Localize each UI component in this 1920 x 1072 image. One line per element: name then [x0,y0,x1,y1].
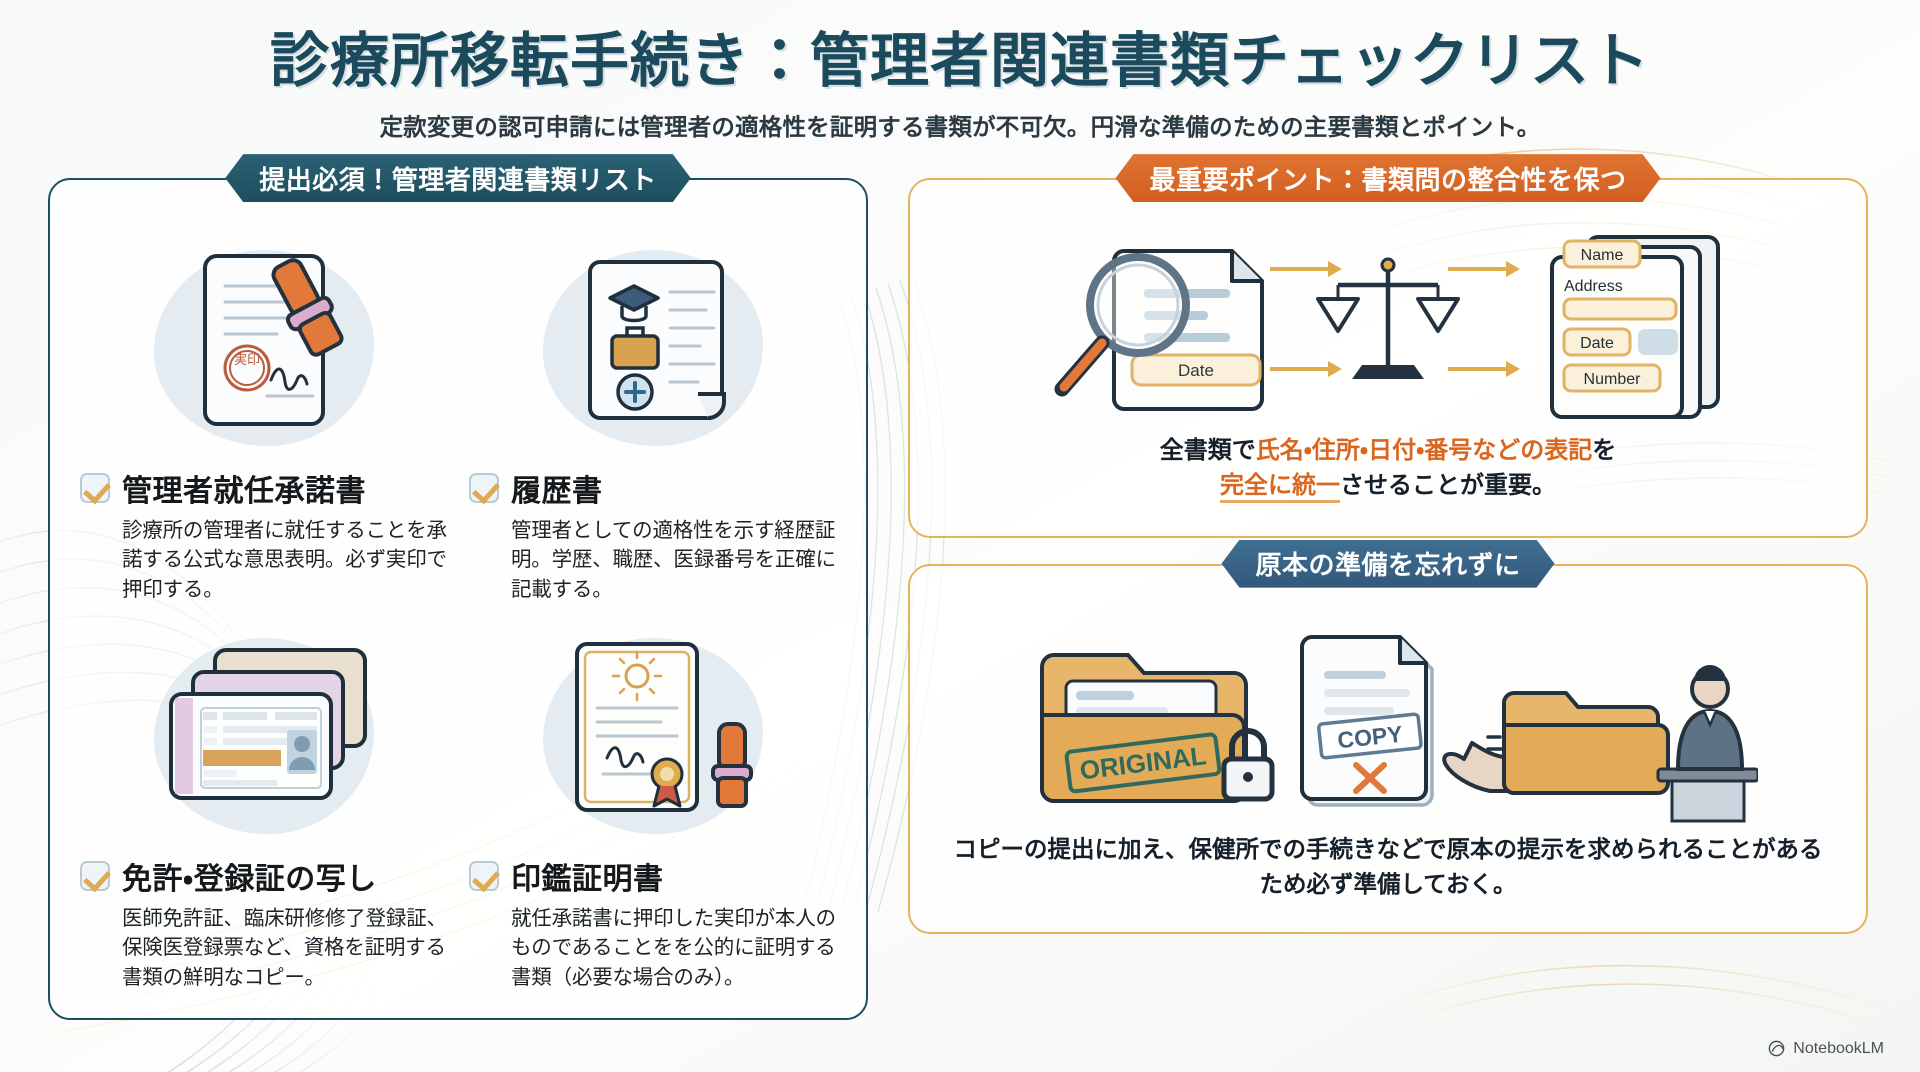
checklist-item-title: 印鑑証明書 [511,863,664,897]
documents-checklist-panel: 提出必須！管理者関連書類リスト [48,178,868,1020]
originals-ribbon: 原本の準備を忘れずに [1221,540,1554,588]
checklist-item-head: 管理者就任承諾書 [80,466,447,510]
content-columns: 提出必須！管理者関連書類リスト [0,142,1920,1020]
seal-text-top: 実印 [233,352,259,368]
consistency-panel: 最重要ポイント：書類問の整合性を保つ Date [908,178,1868,538]
field-label-date: Date [1580,335,1614,352]
field-label-address: Address [1564,278,1623,295]
consistency-caption-post: を [1592,437,1617,465]
originals-panel: 原本の準備を忘れずに ORIGINAL [908,564,1868,935]
doc-date-label: Date [1178,361,1214,380]
page-subtitle: 定款変更の認可申請には管理者の適格性を証明する書類が不可欠。円滑な準備のための主… [379,114,1541,141]
notebooklm-logo-icon [1768,1040,1785,1057]
checked-checkbox-icon[interactable] [80,473,110,504]
magnifier-scale-documents-illustration: Date [940,230,1836,426]
document-with-seal-illustration: 実印 [80,232,447,464]
checklist-item-body: 診療所の管理者に就任することを承諾する公式な意思表明。必ず実印で押印する。 [122,519,447,601]
checklist-item[interactable]: 実印 [80,232,447,604]
consistency-caption-highlight2: 完全に統一 [1220,471,1340,503]
checked-checkbox-icon[interactable] [80,861,110,892]
checklist-item-title: 免許・登録証の写し [122,863,377,897]
checklist-item[interactable]: 印鑑証明書 就任承諾書に押印した実印が本人のものであることをを公的に証明する書類… [469,620,836,992]
documents-checklist-card: 実印 [48,178,868,1020]
consistency-card: Date [908,178,1868,538]
checklist-item-head: 免許・登録証の写し [80,854,447,898]
consistency-caption: 全書類で氏名・住所・日付・番号などの表記を 完全に統一させることが重要。 [940,434,1836,510]
checklist-item-title: 履歴書 [511,475,603,509]
field-label-name: Name [1581,247,1624,264]
consistency-caption-highlight: 氏名・住所・日付・番号などの表記 [1255,437,1593,465]
folder-original-copy-handoff-illustration: ORIGINAL [940,616,1836,828]
consistency-ribbon: 最重要ポイント：書類問の整合性を保つ [1115,154,1660,202]
license-cards-stack-illustration [80,620,447,852]
seal-certificate-illustration [469,620,836,852]
checklist-grid: 実印 [80,232,836,992]
right-column: 最重要ポイント：書類問の整合性を保つ Date [908,178,1868,935]
consistency-caption-pre: 全書類で [1159,437,1256,465]
checklist-item-body: 就任承諾書に押印した実印が本人のものであることをを公的に証明する書類（必要な場合… [511,907,836,989]
page-header: 診療所移転手続き：管理者関連書類チェックリスト 定款変更の認可申請には管理者の適… [0,0,1920,142]
field-label-number: Number [1584,371,1642,388]
originals-card: ORIGINAL [908,563,1868,935]
checklist-item-head: 印鑑証明書 [469,854,836,898]
checklist-item-body: 医師免許証、臨床研修修了登録証、保険医登録票など、資格を証明する書類の鮮明なコピ… [122,907,447,989]
checklist-item-title: 管理者就任承諾書 [122,475,366,509]
originals-caption: コピーの提出に加え、保健所での手続きなどで原本の提示を求められることがあるため必… [953,835,1823,897]
checklist-item[interactable]: 免許・登録証の写し 医師免許証、臨床研修修了登録証、保険医登録票など、資格を証明… [80,620,447,992]
checked-checkbox-icon[interactable] [469,861,499,892]
consistency-caption-tail: させることが重要。 [1340,471,1556,499]
page-title: 診療所移転手続き：管理者関連書類チェックリスト [269,28,1650,94]
resume-scroll-illustration [469,232,836,464]
watermark-label: NotebookLM [1793,1039,1884,1057]
checklist-item-body: 管理者としての適格性を示す経歴証明。学歴、職歴、医録番号を正確に記載する。 [511,519,836,601]
documents-checklist-ribbon: 提出必須！管理者関連書類リスト [225,154,691,202]
checklist-item[interactable]: 履歴書 管理者としての適格性を示す経歴証明。学歴、職歴、医録番号を正確に記載する… [469,232,836,604]
checklist-item-head: 履歴書 [469,466,836,510]
checked-checkbox-icon[interactable] [469,473,499,504]
notebooklm-watermark: NotebookLM [1767,1039,1884,1058]
